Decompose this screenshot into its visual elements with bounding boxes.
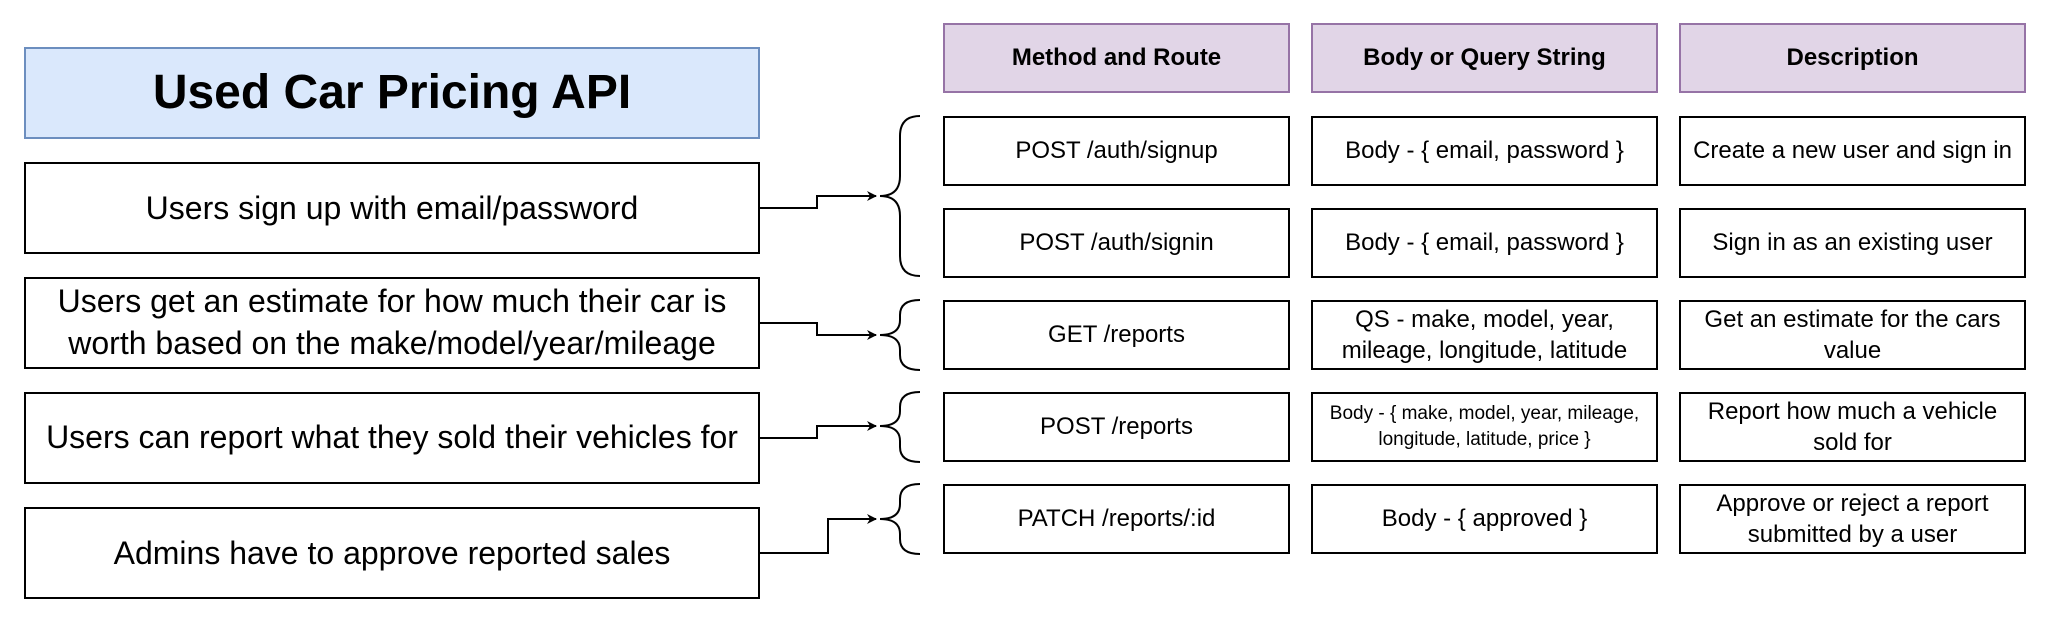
route-post-reports: POST /reports	[943, 392, 1290, 462]
feature-signup: Users sign up with email/password	[24, 162, 760, 254]
feature-admin-approve: Admins have to approve reported sales	[24, 507, 760, 599]
description-patch-report: Approve or reject a report submitted by …	[1679, 484, 2026, 554]
route-auth-signup: POST /auth/signup	[943, 116, 1290, 186]
diagram-title: Used Car Pricing API	[24, 47, 760, 139]
route-patch-report: PATCH /reports/:id	[943, 484, 1290, 554]
route-get-reports: GET /reports	[943, 300, 1290, 370]
brace-patch-reports	[879, 483, 921, 555]
feature-estimate: Users get an estimate for how much their…	[24, 277, 760, 369]
body-auth-signin: Body - { email, password }	[1311, 208, 1658, 278]
arrow-signup	[760, 191, 877, 209]
body-patch-report: Body - { approved }	[1311, 484, 1658, 554]
description-auth-signin: Sign in as an existing user	[1679, 208, 2026, 278]
description-auth-signup: Create a new user and sign in	[1679, 116, 2026, 186]
body-get-reports: QS - make, model, year, mileage, longitu…	[1311, 300, 1658, 370]
body-auth-signup: Body - { email, password }	[1311, 116, 1658, 186]
feature-report-sale: Users can report what they sold their ve…	[24, 392, 760, 484]
description-get-reports: Get an estimate for the cars value	[1679, 300, 2026, 370]
brace-get-reports	[879, 299, 921, 371]
brace-post-reports	[879, 391, 921, 463]
header-body-query: Body or Query String	[1311, 23, 1658, 93]
header-method-route: Method and Route	[943, 23, 1290, 93]
arrow-estimate	[760, 322, 877, 340]
header-description: Description	[1679, 23, 2026, 93]
body-post-reports: Body - { make, model, year, mileage, lon…	[1311, 392, 1658, 462]
arrow-admin-approve	[760, 514, 877, 554]
route-auth-signin: POST /auth/signin	[943, 208, 1290, 278]
brace-auth-routes	[879, 115, 921, 277]
description-post-reports: Report how much a vehicle sold for	[1679, 392, 2026, 462]
arrow-report-sale	[760, 421, 877, 439]
